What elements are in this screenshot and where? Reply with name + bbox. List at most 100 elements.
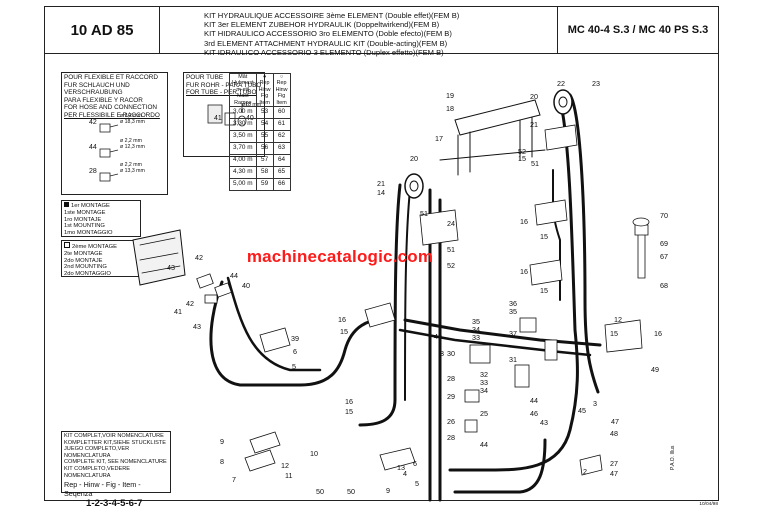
callout-number: 5 [415, 479, 419, 488]
callout-number: 25 [480, 409, 488, 418]
callout-number: 18 [446, 104, 454, 113]
hose-connection-box: POUR FLEXIBLE ET RACCORD FUR SCHLAUCH UN… [61, 72, 168, 195]
dim-44-a: ø 2,2 mm [120, 138, 142, 144]
m2-3: 2nd MOUNTING [64, 264, 107, 271]
hose-line-es: PARA FLEXIBLE Y RACOR [64, 96, 143, 104]
drawing-date: 10/04/98 [699, 502, 718, 507]
callout-number: 8 [220, 457, 224, 466]
m1-4: 1mo MONTAGGIO [64, 230, 113, 237]
model-designation: MC 40-4 S.3 / MC 40 PS S.3 [557, 7, 718, 54]
callout-number: 22 [557, 79, 565, 88]
callout-number: 37 [509, 329, 517, 338]
title-line-de: KIT 3er ELEMENT ZUBEHOR HYDRAULIK (Doppe… [204, 20, 440, 30]
callout-number: 68 [660, 281, 668, 290]
callout-number: 67 [660, 252, 668, 261]
hose-item-42: 42 [89, 119, 97, 126]
callout-number: 4 [403, 469, 407, 478]
hose-line-fr: POUR FLEXIBLE ET RACCORD [64, 74, 158, 81]
callout-number: 21 [530, 120, 538, 129]
callout-number: 34 [480, 386, 488, 395]
callout-number: 42 [186, 299, 194, 308]
callout-number: 6 [293, 347, 297, 356]
filled-square-icon [64, 202, 69, 207]
callout-number: 20 [530, 92, 538, 101]
callout-number: 27 [610, 459, 618, 468]
callout-number: 40 [242, 281, 250, 290]
tube-line-0: POUR TUBE [186, 74, 224, 81]
title-line-es: KIT HIDRAULICO ACCESSORIO 3ro ELEMENTO (… [204, 29, 452, 39]
cell: 59 [255, 178, 274, 192]
callout-number: 11 [285, 471, 293, 480]
kit-line-es: JUEGO COMPLETO,VER NOMENCLATURA [64, 446, 130, 459]
title-line-en: 3rd ELEMENT ATTACHMENT HYDRAULIC KIT (Do… [204, 38, 448, 48]
m2-2: 2do MONTAJE [64, 257, 103, 264]
callout-number: 16 [654, 329, 662, 338]
callout-number: 28 [447, 374, 455, 383]
kit-line-fr: KIT COMPLET,VOIR NOMENCLATURE [64, 433, 164, 439]
callout-number: 45 [578, 406, 586, 415]
callout-number: 6 [413, 459, 417, 468]
tube-item-41: 41 [214, 115, 222, 122]
m1-2: 1ro MONTAJE [64, 216, 102, 223]
callout-number: 12 [281, 461, 289, 470]
r2h1: Hinw [275, 86, 288, 93]
mh2: m-stil [236, 86, 250, 93]
callout-number: 34 [472, 325, 480, 334]
title-line-it: KIT IDRAULICO ACCESSORIO 3 ELEMENTO (Dup… [204, 47, 444, 57]
hose-item-28: 28 [89, 168, 97, 175]
hose-line-en: FOR HOSE AND CONNECTION [64, 104, 158, 111]
cell: 60 [272, 106, 291, 120]
callout-number: 16 [345, 397, 353, 406]
kit-line-it: KIT COMPLETO,VEDERE NOMENCLATURA [64, 465, 131, 479]
drawing-sheet: 10 AD 85 KIT HYDRAULIQUE ACCESSOIRE 3ème… [44, 6, 719, 501]
callout-number: 35 [509, 307, 517, 316]
callout-number: 51 [447, 245, 455, 254]
callout-number: 29 [447, 392, 455, 401]
r2h2: Fig [277, 93, 286, 100]
mh1: Hubmast [232, 80, 254, 87]
callout-number: 48 [610, 429, 618, 438]
callout-number: 16 [520, 217, 528, 226]
callout-number: 15 [518, 154, 526, 163]
title-line-fr: KIT HYDRAULIQUE ACCESSOIRE 3ème ELEMENT … [204, 11, 460, 20]
callout-number: 52 [447, 261, 455, 270]
callout-number: 19 [446, 91, 454, 100]
m1-1: 1ste MONTAGE [64, 209, 106, 216]
callout-number: 30 [447, 349, 455, 358]
callout-number: 10 [310, 449, 318, 458]
m2-4: 2do MONTAGGIO [64, 271, 111, 278]
callout-number: 3 [440, 349, 444, 358]
cell: 62 [272, 130, 291, 144]
callout-number: 15 [540, 232, 548, 241]
mh3: Mast [236, 93, 249, 100]
mh4: Rampe [234, 99, 252, 106]
illustration-code: P.A.O. Illus [670, 445, 676, 470]
callout-number: 16 [520, 267, 528, 276]
callout-number: 15 [340, 327, 348, 336]
hose-item-44: 44 [89, 144, 97, 151]
m1-0: 1er MONTAGE [71, 203, 110, 209]
callout-number: 32 [480, 370, 488, 379]
callout-number: 35 [472, 317, 480, 326]
callout-number: 20 [410, 154, 418, 163]
callout-number: 33 [480, 378, 488, 387]
dim-44-b: ø 12,3 mm [120, 144, 145, 150]
callout-number: 51 [420, 209, 428, 218]
r2h0: Rep [276, 80, 287, 87]
callout-number: 7 [232, 475, 236, 484]
hose-box-title: POUR FLEXIBLE ET RACCORD FUR SCHLAUCH UN… [62, 73, 167, 120]
callout-number: 70 [660, 211, 668, 220]
hose-line-de: FUR SCHLAUCH UND VERSCHRAUBUNG [64, 81, 130, 97]
callout-number: 2 [583, 467, 587, 476]
kit-line-de: KOMPLETTER KIT,SIEHE STUCKLISTE [64, 439, 166, 446]
callout-number: 16 [338, 315, 346, 324]
callout-number: 14 [377, 188, 385, 197]
callout-number: 69 [660, 239, 668, 248]
kit-line-en: COMPLETE KIT, SEE NOMENCLATURE [64, 459, 167, 466]
complete-kit-box: KIT COMPLET,VOIR NOMENCLATURE KOMPLETTER… [61, 431, 171, 509]
